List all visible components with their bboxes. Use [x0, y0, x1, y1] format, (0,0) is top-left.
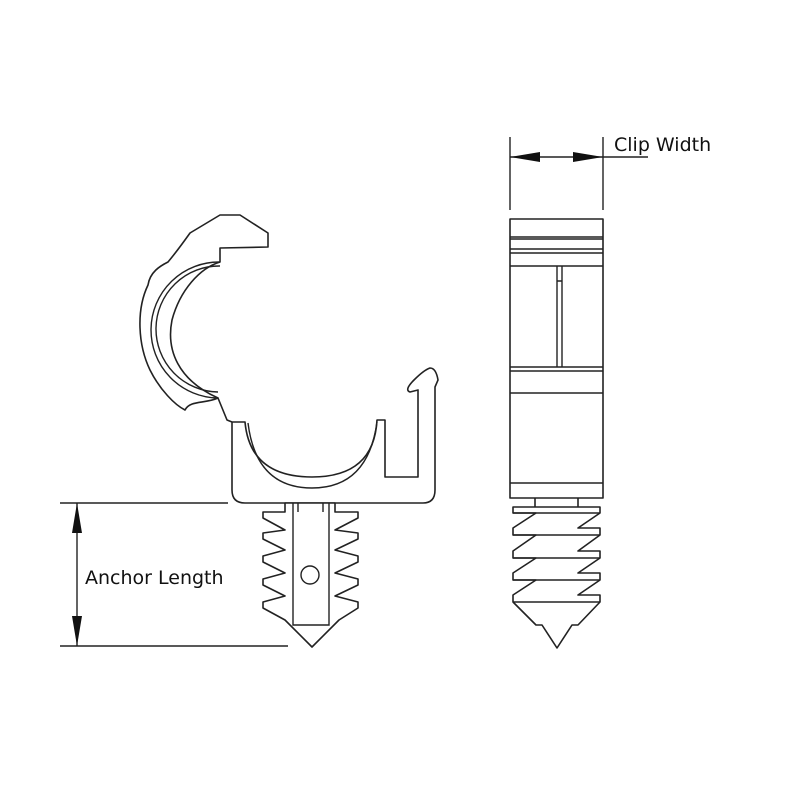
anchor-length-label: Anchor Length	[85, 567, 224, 589]
side-view-anchor	[262, 502, 359, 648]
clip-width-dimension	[509, 137, 648, 210]
clip-width-label: Clip Width	[614, 134, 711, 156]
front-view-clip	[509, 218, 604, 649]
anchor-length-dimension	[60, 502, 288, 647]
side-view-clip	[139, 214, 439, 504]
